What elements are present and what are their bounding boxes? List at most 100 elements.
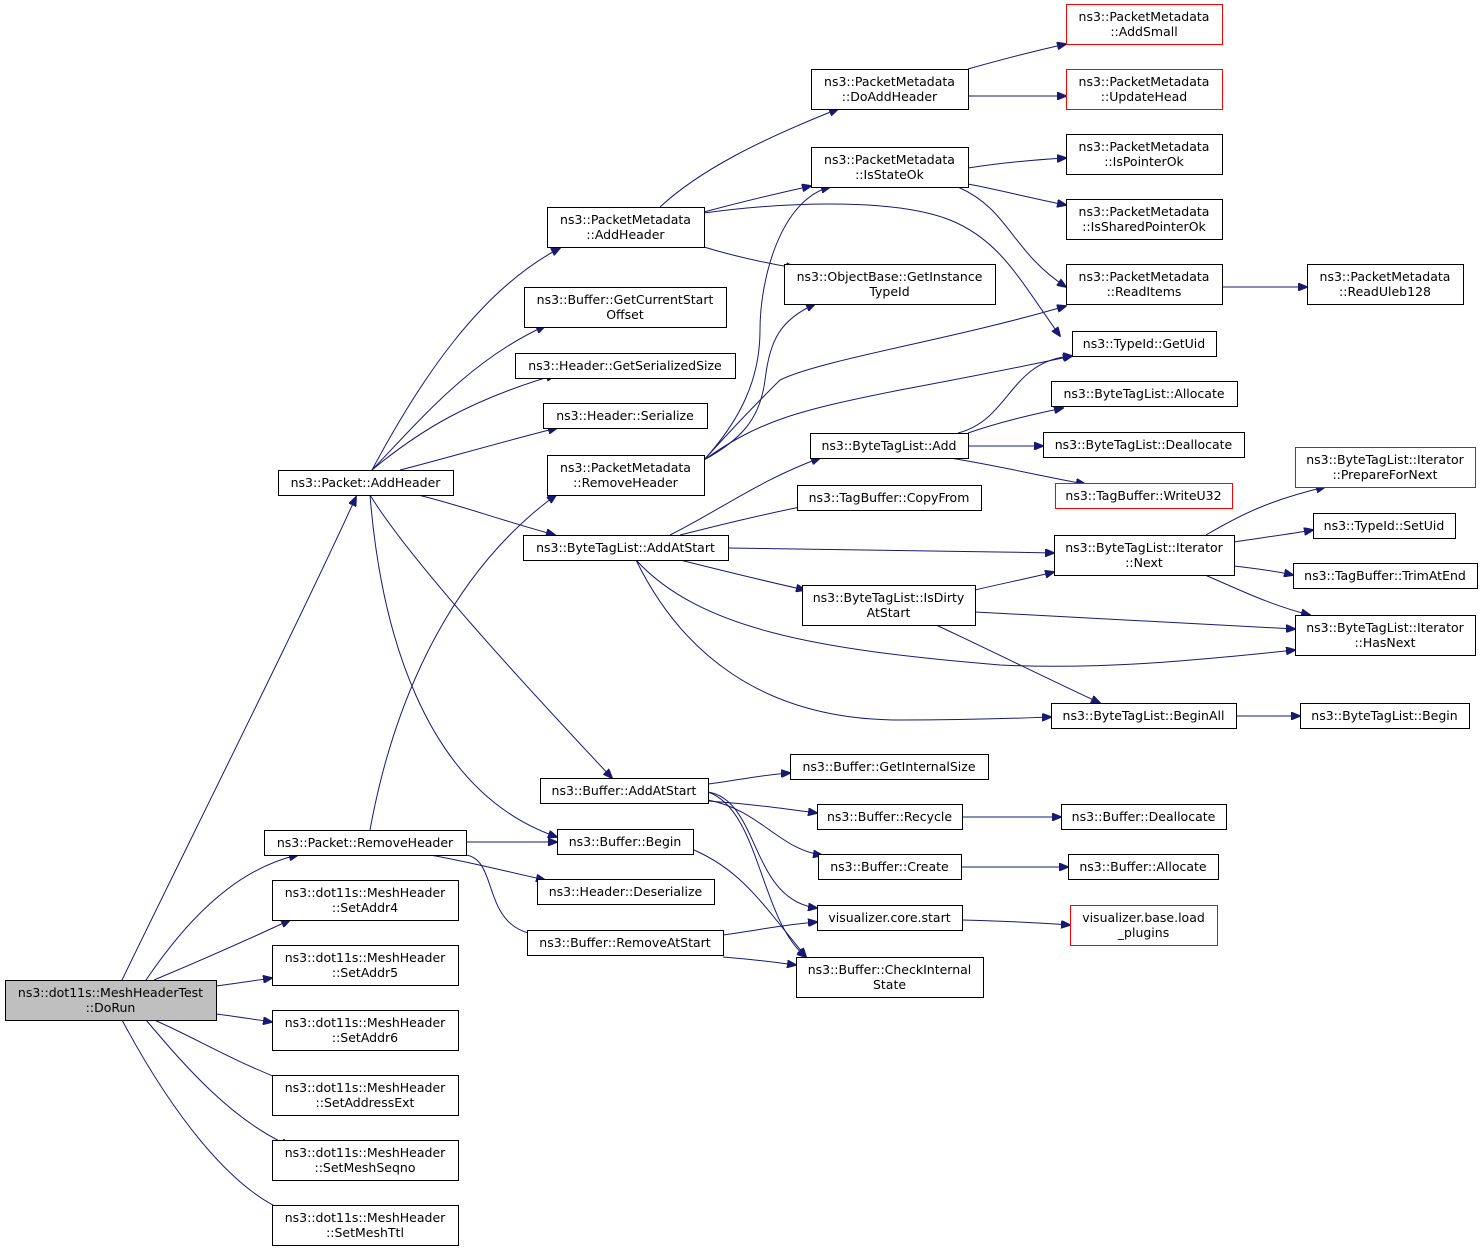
function-node-pm-doaddheader[interactable]: ns3::PacketMetadata::DoAddHeader (811, 69, 969, 110)
function-node-pm-readuleb[interactable]: ns3::PacketMetadata::ReadUleb128 (1307, 264, 1464, 305)
function-node-pm-ispointerok[interactable]: ns3::PacketMetadata::IsPointerOk (1066, 134, 1223, 175)
call-arrow (707, 799, 822, 855)
function-node-pm-removeheader[interactable]: ns3::PacketMetadata::RemoveHeader (547, 455, 705, 496)
call-arrow (121, 497, 356, 981)
function-node-buf-allocate[interactable]: ns3::Buffer::Allocate (1068, 854, 1219, 880)
function-node-pm-addsmall[interactable]: ns3::PacketMetadata::AddSmall (1066, 4, 1223, 45)
function-node-setaddr5[interactable]: ns3::dot11s::MeshHeader::SetAddr5 (272, 945, 459, 986)
call-edge (1205, 487, 1325, 536)
call-arrow (703, 203, 1060, 336)
call-edge (669, 458, 820, 536)
call-edge (429, 854, 545, 880)
function-node-btl-begin[interactable]: ns3::ByteTagList::Begin (1300, 703, 1470, 729)
function-node-btl-add[interactable]: ns3::ByteTagList::Add (810, 433, 969, 459)
node-box (811, 69, 969, 110)
function-node-setttl[interactable]: ns3::dot11s::MeshHeader::SetMeshTtl (272, 1205, 459, 1246)
function-node-btl-beginall[interactable]: ns3::ByteTagList::BeginAll (1051, 703, 1237, 729)
node-box (557, 829, 694, 855)
function-node-hdr-deserialize[interactable]: ns3::Header::Deserialize (537, 879, 715, 905)
node-label-line: ::SetAddr5 (332, 965, 398, 980)
call-edge (145, 855, 298, 981)
call-edge (722, 956, 796, 965)
function-node-btl-it-prepare[interactable]: ns3::ByteTagList::Iterator::PrepareForNe… (1295, 447, 1476, 488)
function-node-setaddrext[interactable]: ns3::dot11s::MeshHeader::SetAddressExt (272, 1075, 459, 1116)
node-label-line: visualizer.base.load (1082, 910, 1205, 925)
call-arrow (974, 572, 1054, 591)
node-label-line: ns3::PacketMetadata (824, 152, 955, 167)
function-node-buf-deallocate[interactable]: ns3::Buffer::Deallocate (1061, 804, 1227, 830)
call-arrow (215, 1013, 272, 1022)
function-node-viz-loadplugins[interactable]: visualizer.base.load_plugins (1070, 905, 1218, 946)
function-node-viz-start[interactable]: visualizer.core.start (817, 905, 963, 931)
node-box (1061, 804, 1227, 830)
function-node-dorun[interactable]: ns3::dot11s::MeshHeaderTest::DoRun (5, 980, 217, 1021)
node-box (5, 980, 217, 1021)
call-edge (707, 773, 790, 785)
function-node-btl-addatstart[interactable]: ns3::ByteTagList::AddAtStart (523, 535, 729, 561)
function-node-typeid-getuid[interactable]: ns3::TypeId::GetUid (1072, 331, 1217, 357)
function-node-buf-addatstart[interactable]: ns3::Buffer::AddAtStart (540, 778, 709, 804)
node-label-line: Offset (606, 307, 644, 322)
node-label-line: ::AddHeader (586, 227, 665, 242)
function-node-setaddr4[interactable]: ns3::dot11s::MeshHeader::SetAddr4 (272, 880, 459, 921)
call-edge (957, 356, 1072, 434)
call-arrow (935, 624, 1100, 703)
call-arrow (679, 505, 810, 536)
function-node-tb-copyfrom[interactable]: ns3::TagBuffer::CopyFrom (797, 485, 982, 511)
node-label-line: ns3::Buffer::Deallocate (1072, 809, 1216, 824)
function-node-hdr-getsersize[interactable]: ns3::Header::GetSerializedSize (515, 353, 736, 379)
function-node-pm-isstateok[interactable]: ns3::PacketMetadata::IsStateOk (811, 147, 969, 188)
node-label-line: ::PrepareForNext (1332, 467, 1437, 482)
function-node-buf-getinternalsize[interactable]: ns3::Buffer::GetInternalSize (790, 754, 989, 780)
function-node-typeid-setuid[interactable]: ns3::TypeId::SetUid (1313, 513, 1456, 539)
function-node-buf-begin[interactable]: ns3::Buffer::Begin (557, 829, 694, 855)
node-label-line: ns3::dot11s::MeshHeader (285, 1080, 446, 1095)
node-label-line: ::ReadItems (1107, 284, 1182, 299)
function-node-btl-it-next[interactable]: ns3::ByteTagList::Iterator::Next (1054, 535, 1235, 576)
node-box (524, 287, 727, 328)
function-node-pkt-rem[interactable]: ns3::Packet::RemoveHeader (264, 830, 467, 856)
call-arrow (707, 791, 806, 957)
nodes-layer: ns3::dot11s::MeshHeaderTest::DoRun ns3::P… (5, 4, 1478, 1246)
call-arrow (371, 248, 560, 471)
node-label-line: ns3::ByteTagList::BeginAll (1063, 708, 1225, 723)
function-node-pm-readitems[interactable]: ns3::PacketMetadata::ReadItems (1066, 264, 1223, 305)
function-node-pm-updatehead[interactable]: ns3::PacketMetadata::UpdateHead (1066, 69, 1223, 110)
call-arrow (974, 611, 1295, 629)
function-node-pm-addheader[interactable]: ns3::PacketMetadata::AddHeader (547, 207, 705, 248)
function-node-buf-removeatstart[interactable]: ns3::Buffer::RemoveAtStart (527, 930, 724, 956)
node-label-line: ns3::Header::Deserialize (549, 884, 703, 899)
call-arrow (967, 408, 1063, 434)
function-node-pkt-add[interactable]: ns3::Packet::AddHeader (278, 470, 454, 496)
function-node-btl-it-hasnext[interactable]: ns3::ByteTagList::Iterator::HasNext (1295, 615, 1476, 656)
call-edge (703, 246, 795, 268)
function-node-pm-issharedptrok[interactable]: ns3::PacketMetadata::IsSharedPointerOk (1066, 199, 1223, 240)
call-arrow (707, 791, 817, 908)
function-node-buf-create[interactable]: ns3::Buffer::Create (818, 854, 962, 880)
function-node-buf-recycle[interactable]: ns3::Buffer::Recycle (817, 804, 963, 830)
function-node-tb-trimatend[interactable]: ns3::TagBuffer::TrimAtEnd (1293, 563, 1478, 589)
node-box (818, 854, 962, 880)
function-node-setaddr6[interactable]: ns3::dot11s::MeshHeader::SetAddr6 (272, 1010, 459, 1051)
node-label-line: ns3::ByteTagList::Deallocate (1055, 437, 1233, 452)
call-edge (1233, 565, 1293, 575)
function-node-btl-allocate[interactable]: ns3::ByteTagList::Allocate (1051, 381, 1238, 407)
function-node-btl-deallocate[interactable]: ns3::ByteTagList::Deallocate (1043, 432, 1245, 458)
node-label-line: ns3::PacketMetadata (560, 212, 691, 227)
call-arrow (957, 186, 1066, 287)
node-label-line: ::HasNext (1354, 635, 1415, 650)
node-box (272, 1010, 459, 1051)
function-node-tb-writeu32[interactable]: ns3::TagBuffer::WriteU32 (1055, 483, 1233, 509)
function-node-hdr-serialize[interactable]: ns3::Header::Serialize (543, 403, 708, 429)
call-edge (967, 44, 1066, 70)
node-box (1051, 703, 1237, 729)
node-label-line: ns3::ByteTagList::Begin (1311, 708, 1457, 723)
node-box (1293, 563, 1478, 589)
call-edge (727, 547, 1054, 553)
function-node-setseqno[interactable]: ns3::dot11s::MeshHeader::SetMeshSeqno (272, 1140, 459, 1181)
call-edge (703, 186, 811, 213)
